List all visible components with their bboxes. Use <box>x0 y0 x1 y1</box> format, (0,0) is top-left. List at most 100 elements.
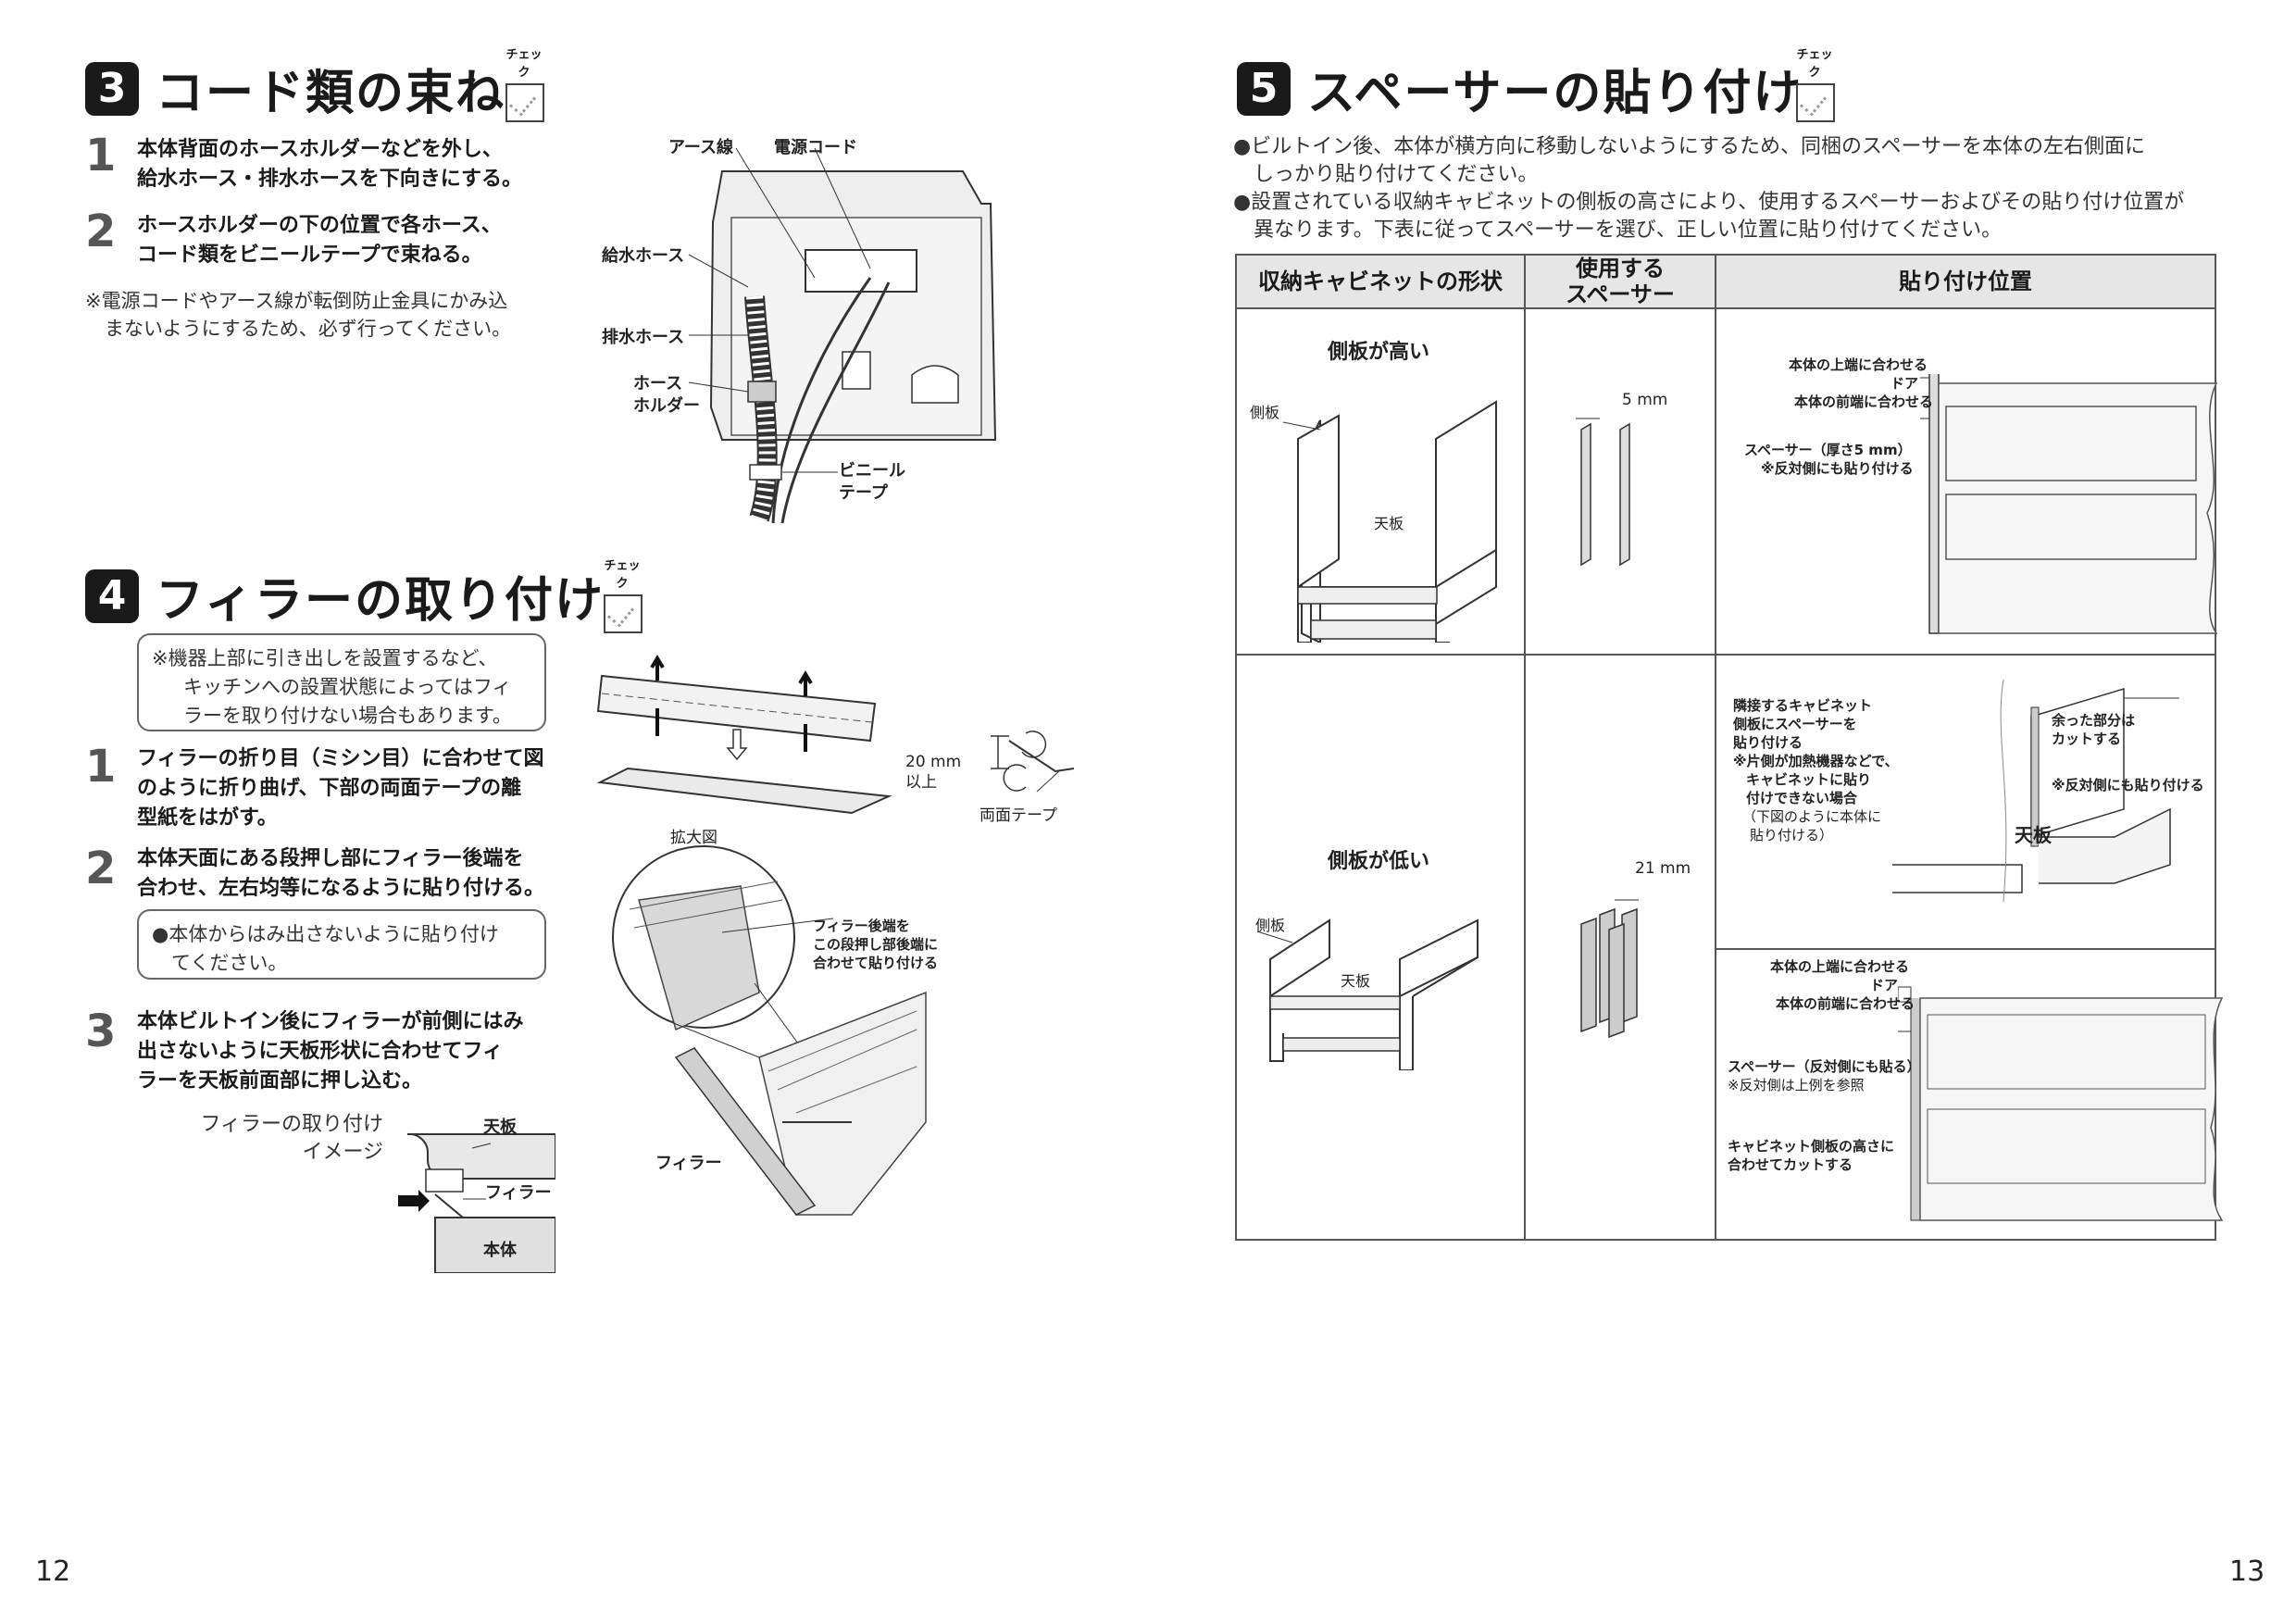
side-board-label: 側板 <box>1250 404 1280 421</box>
spacer-21mm-illustration <box>1580 899 1639 1039</box>
cell-shape-low: 側板が低い 側板 天板 <box>1235 654 1526 1241</box>
section-5-header: 5 スペーサーの貼り付け <box>1237 54 1803 123</box>
body-spacer-illustration <box>1898 986 2224 1221</box>
body-label: 本体 <box>483 1241 517 1260</box>
line: 使用する <box>1576 256 1665 281</box>
line: キャビネット側板の高さに <box>1728 1138 1895 1155</box>
line: てください。 <box>152 952 288 974</box>
spacer-table: 収納キャビネットの形状 使用する スペーサー 貼り付け位置 側板が高い <box>1235 254 2224 1241</box>
opposite-note: ※反対側にも貼り付ける <box>2052 777 2204 793</box>
section-3-header: 3 コード類の束ね <box>85 54 505 123</box>
line: 本体の上端に合わせる <box>1770 958 1910 975</box>
filler-fold-illustration <box>596 655 1074 815</box>
line: ※機器上部に引き出しを設置するなど、 <box>152 647 498 669</box>
line: ※反対側にも貼り付ける <box>1761 460 1914 477</box>
line: ホース <box>633 374 683 394</box>
spacer-size-label: 21 mm <box>1635 859 1691 878</box>
line: ●設置されている収納キャビネットの側板の高さにより、使用するスペーサーおよびその… <box>1233 191 2185 214</box>
adjacent-note: 隣接するキャビネット 側板にスペーサーを 貼り付ける ※片側が加熱機器などで、 … <box>1733 696 1899 844</box>
step-number: 2 <box>85 206 117 257</box>
line: 本体ビルトイン後にフィラーが前側にはみ <box>137 1010 524 1033</box>
line: 本体天面にある段押し部にフィラー後端を <box>137 847 524 870</box>
line: スペーサー <box>1566 281 1675 307</box>
line: テープ <box>839 483 888 503</box>
section-number: 4 <box>85 568 139 623</box>
line: 側板にスペーサーを <box>1733 716 1857 732</box>
spacer-5mm-illustration <box>1576 418 1630 567</box>
bullet-item: ●設置されている収納キャビネットの側板の高さにより、使用するスペーサーおよびその… <box>1233 189 2184 244</box>
section-number: 3 <box>85 61 139 116</box>
line: 本体背面のホースホルダーなどを外し、 <box>137 138 503 161</box>
table-row: 側板が高い 側板 天板 <box>1235 307 2218 656</box>
bullet-item: ●ビルトイン後、本体が横方向に移動しないようにするため、同梱のスペーサーを本体の… <box>1233 133 2145 189</box>
header-position: 貼り付け位置 <box>1715 254 2216 309</box>
earth-wire-label: アース線 <box>668 138 734 157</box>
filler-rear-note: フィラー後端を この段押し部後端に 合わせて貼り付ける <box>813 917 938 972</box>
step-text: 本体天面にある段押し部にフィラー後端を 合わせ、左右均等になるように貼り付ける。 <box>137 844 544 904</box>
line: 本体の前端に合わせる <box>1776 995 1915 1012</box>
line: 貼り付ける <box>1733 734 1803 751</box>
line: ※電源コードやアース線が転倒防止金具にかみ込 <box>85 290 508 312</box>
check-label: チェック <box>505 48 543 80</box>
line: ※片側が加熱機器などで、 <box>1733 753 1899 769</box>
cut-note: 余った部分は カットする <box>2052 711 2135 748</box>
line: まないようにするため、必ず行ってください。 <box>85 318 512 340</box>
section-number: 5 <box>1237 61 1291 116</box>
shape-title: 側板が高い <box>1328 341 1430 364</box>
zoom-label: 拡大図 <box>670 829 718 847</box>
line: 給水ホース・排水ホースを下向きにする。 <box>137 168 523 191</box>
section-title: フィラーの取り付け <box>156 573 605 629</box>
line: コード類をビニールテープで束ねる。 <box>137 244 482 267</box>
hose-holder-label: ホース ホルダー <box>633 373 700 418</box>
line: 出さないように天板形状に合わせてフィ <box>137 1040 504 1063</box>
min-20mm-label: 20 mm 以上 <box>905 752 961 793</box>
check-label: チェック <box>1796 48 1833 80</box>
checkbox[interactable]: チェック <box>604 556 643 633</box>
table-row: 側板が低い 側板 天板 <box>1235 654 2224 1241</box>
line: ホルダー <box>633 396 700 416</box>
cabinet-low-illustration <box>1256 918 1479 1070</box>
double-sided-tape-label: 両面テープ <box>980 806 1057 825</box>
position-note: 本体の上端に合わせる ドア 本体の前端に合わせる <box>1789 356 1933 411</box>
header-spacer: 使用する スペーサー <box>1524 254 1716 309</box>
line: 異なります。下表に従ってスペーサーを選び、正しい位置に貼り付けてください。 <box>1233 219 2003 242</box>
checkbox[interactable]: チェック <box>505 44 544 122</box>
step-text: 本体背面のホースホルダーなどを外し、 給水ホース・排水ホースを下向きにする。 <box>137 135 522 194</box>
cell-position-low: 隣接するキャビネット 側板にスペーサーを 貼り付ける ※片側が加熱機器などで、 … <box>1715 654 2224 1241</box>
line: キャビネットに貼り <box>1746 771 1872 788</box>
line: ドア <box>1890 375 1919 392</box>
line: フィラー後端を <box>813 918 910 934</box>
note: ※電源コードやアース線が転倒防止金具にかみ込 まないようにするため、必ず行ってく… <box>85 287 511 343</box>
line: ラーを天板前面部に押し込む。 <box>137 1069 423 1093</box>
line: 合わせて貼り付ける <box>813 955 939 971</box>
line: 型紙をはがす。 <box>137 806 278 830</box>
notice-box: ●本体からはみ出さないように貼り付け てください。 <box>137 909 546 980</box>
top-board-label: 天板 <box>1374 515 1404 532</box>
line: スペーサー（厚さ5 mm） <box>1744 442 1912 458</box>
cut-height-note: キャビネット側板の高さに 合わせてカットする <box>1728 1137 1894 1174</box>
line: ●ビルトイン後、本体が横方向に移動しないようにするため、同梱のスペーサーを本体の… <box>1233 135 2145 158</box>
line: 20 mm <box>905 753 962 771</box>
power-cord-label: 電源コード <box>774 138 857 157</box>
door-spacer-illustration <box>1920 374 2218 634</box>
adjacent-cabinet-illustration <box>1892 680 2179 903</box>
cell-shape-high: 側板が高い 側板 天板 <box>1235 307 1526 656</box>
image-caption: フィラーの取り付け イメージ <box>193 1111 383 1167</box>
cell-spacer-21mm: 21 mm <box>1524 654 1716 1241</box>
top-board-label: 天板 <box>483 1118 517 1137</box>
cabinet-high-illustration <box>1282 400 1497 643</box>
line: 合わせてカットする <box>1728 1156 1853 1173</box>
line: フィラーの取り付け <box>200 1113 383 1136</box>
line: 以上 <box>905 773 937 792</box>
top-board-label: 天板 <box>1341 972 1371 990</box>
step-number: 1 <box>85 741 117 793</box>
line: しっかり貼り付けてください。 <box>1233 163 1539 186</box>
line: キッチンへの設置状態によってはフィ <box>183 676 512 698</box>
line: カットする <box>2052 731 2122 747</box>
checkbox[interactable]: チェック <box>1796 44 1835 122</box>
filler-zoom-illustration <box>612 845 927 1216</box>
line: 本体の前端に合わせる <box>1794 394 1934 410</box>
filler-label: フィラー <box>655 1154 722 1173</box>
step-number: 1 <box>85 130 117 181</box>
step-number: 3 <box>85 1006 117 1057</box>
